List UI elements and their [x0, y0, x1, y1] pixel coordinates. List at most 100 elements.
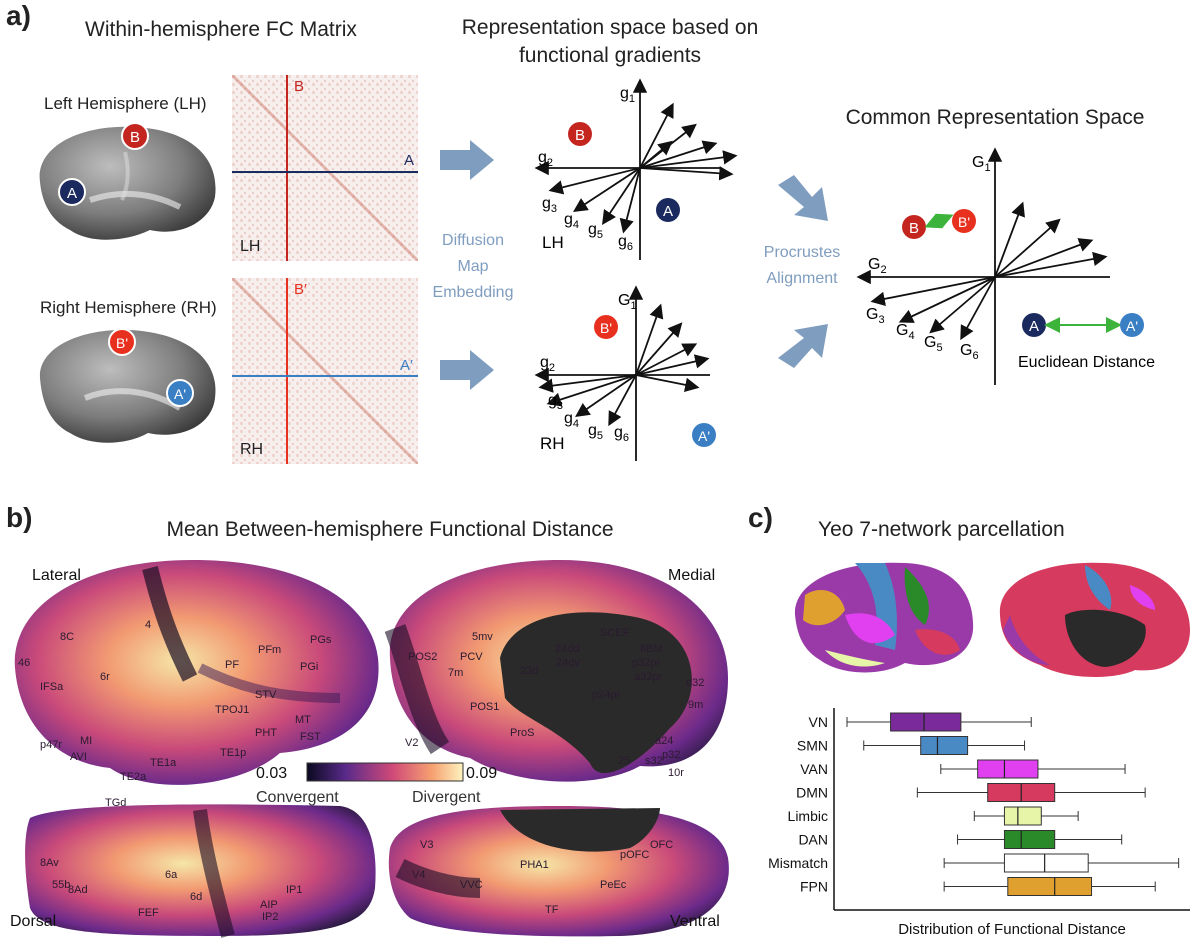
- common-g6: G6: [960, 342, 979, 362]
- boxplot-mismatch: Mismatch: [768, 853, 1180, 873]
- box: [890, 712, 962, 732]
- colorbar-max: 0.09: [466, 765, 497, 782]
- region-label: 55b: [52, 879, 70, 891]
- common-node-a-text: A: [1029, 318, 1039, 335]
- region-label: TPOJ1: [215, 704, 249, 716]
- lh-g2: g2: [538, 149, 553, 169]
- lh-brain: B A: [39, 122, 216, 240]
- diffusion-label: Diffusion Map Embedding: [432, 232, 514, 301]
- region-label: 8Av: [40, 857, 59, 869]
- boxplot-dan: DAN: [798, 830, 1123, 849]
- rh-g4: g4: [564, 410, 579, 430]
- rep-space-title-2: functional gradients: [518, 44, 702, 67]
- common-node-a2: [1120, 313, 1144, 337]
- box: [1003, 853, 1089, 873]
- medial-view: [384, 560, 728, 782]
- region-label: pOFC: [620, 849, 649, 861]
- rh-g6: g6: [614, 424, 629, 444]
- region-label: AIP: [260, 899, 278, 911]
- region-label: s32: [645, 755, 663, 767]
- fc-matrix-title: Within-hemisphere FC Matrix: [85, 18, 357, 41]
- region-label: TGd: [105, 797, 126, 809]
- region-label: p47r: [40, 739, 62, 751]
- boxplot-limbic: Limbic: [788, 806, 1079, 826]
- ventral-view: [388, 806, 729, 937]
- region-label: 10r: [668, 767, 684, 779]
- colorbar-min: 0.03: [256, 765, 287, 782]
- common-node-b2-text: B': [958, 214, 970, 230]
- box: [1003, 830, 1056, 849]
- region-label: IP1: [286, 884, 303, 896]
- region-label: 6a: [165, 869, 178, 881]
- lh-gradient-space: g1 g2 g3 g4 g5 g6 LH B A: [534, 78, 738, 260]
- rh-label: Right Hemisphere (RH): [40, 298, 217, 317]
- region-label: d32: [686, 677, 704, 689]
- region-label: MT: [295, 714, 311, 726]
- panel-c-letter: c): [748, 502, 773, 533]
- common-g5: G5: [924, 334, 943, 354]
- boxplot-label: Mismatch: [768, 855, 828, 871]
- node-b-lh-text: B: [130, 129, 140, 146]
- boxplot-label: VN: [809, 714, 828, 730]
- colorbar-low-label: Convergent: [256, 789, 339, 806]
- region-label: p32pr: [632, 657, 660, 669]
- lh-space-node-a-text: A: [663, 203, 673, 220]
- rh-g5: g5: [588, 422, 603, 442]
- yeo-brains: [794, 562, 1190, 677]
- region-label: VVC: [460, 879, 483, 891]
- common-node-b2: [952, 209, 976, 233]
- region-label: p24pr: [592, 689, 620, 701]
- view-ventral: Ventral: [670, 913, 720, 930]
- boxplot-label: VAN: [800, 761, 828, 777]
- region-label: PGi: [300, 661, 318, 673]
- fc-matrix-lh: B A LH: [232, 75, 418, 261]
- region-label: OFC: [650, 839, 673, 851]
- common-g1: G1: [972, 154, 991, 174]
- region-label: 23d: [520, 665, 538, 677]
- rh-brain: B' A': [39, 328, 216, 443]
- region-label: FEF: [138, 907, 159, 919]
- region-label: TE1p: [220, 747, 246, 759]
- view-dorsal: Dorsal: [10, 913, 56, 930]
- boxplot-xlabel: Distribution of Functional Distance: [898, 921, 1126, 938]
- boxplot-van: VAN: [800, 759, 1126, 779]
- yeo-medial: [999, 562, 1190, 677]
- region-label: TE1a: [150, 757, 177, 769]
- lh-space-node-a: [656, 198, 680, 222]
- node-b-lh: [121, 122, 149, 150]
- box: [1003, 806, 1042, 826]
- lh-g6: g6: [618, 233, 633, 253]
- lh-g3: g3: [542, 195, 557, 215]
- region-label: IFSa: [40, 681, 64, 693]
- region-label: POS2: [408, 651, 437, 663]
- region-label: 24dd: [555, 643, 579, 655]
- boxplot-dmn: DMN: [796, 783, 1146, 802]
- matrix-rh-col: B′: [294, 281, 307, 298]
- matrix-rh-row: A′: [400, 357, 413, 374]
- common-space: G1 G2 G3 G4 G5 G6 B B' A A' Euclidean Di…: [856, 147, 1155, 385]
- region-label: 9m: [688, 699, 703, 711]
- view-lateral: Lateral: [32, 567, 81, 584]
- node-a-lh-text: A: [67, 185, 77, 202]
- view-medial: Medial: [668, 567, 715, 584]
- region-label: p32: [662, 749, 680, 761]
- common-g2: G2: [868, 256, 887, 276]
- procrustes-label: Procrustes Alignment: [763, 244, 841, 287]
- boxplot-fpn: FPN: [800, 877, 1156, 896]
- boxplot-smn: SMN: [797, 736, 1026, 755]
- region-label: PCV: [460, 651, 483, 663]
- lh-g4: g4: [564, 211, 579, 231]
- matrix-rh-tag: RH: [240, 441, 263, 458]
- surface-maps: 0.03 0.09 Convergent Divergent Lateral M…: [10, 559, 729, 938]
- region-label: V2: [405, 737, 418, 749]
- region-label: PHT: [255, 727, 277, 739]
- region-label: STV: [255, 689, 277, 701]
- boxplot-label: DMN: [796, 785, 828, 801]
- region-label: 7m: [448, 667, 463, 679]
- panel-b-letter: b): [6, 502, 33, 533]
- lateral-view: [14, 559, 379, 785]
- node-a2-rh-text: A': [174, 386, 186, 402]
- fc-matrix-rh: B′ A′ RH: [232, 278, 418, 464]
- region-label: a24: [655, 735, 673, 747]
